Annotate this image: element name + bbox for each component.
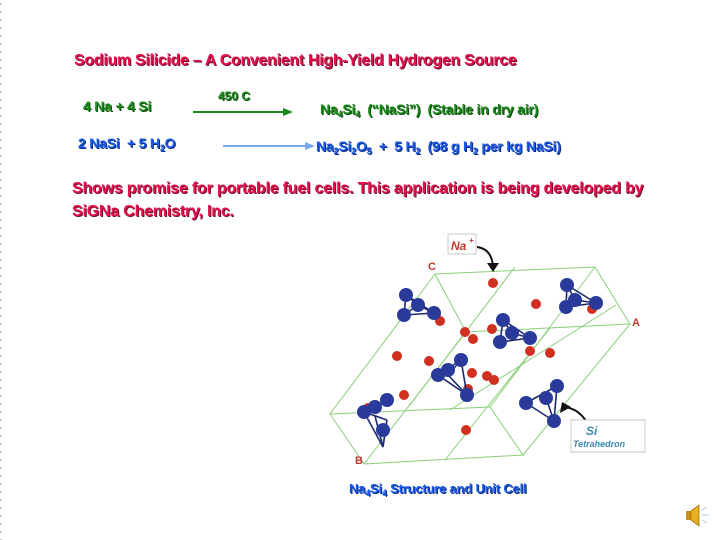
prod-yield-end: per kg NaSi)	[477, 138, 561, 154]
reaction2-products: Na2Si2O5 + 5 H2 (98 g H2 per kg NaSi)	[316, 138, 561, 156]
prod-sub: 2	[472, 146, 478, 156]
prod-o: O	[355, 138, 367, 154]
axis-a-label: A	[632, 317, 640, 329]
si-label: Si	[586, 424, 598, 438]
slide-title: Sodium Silicide – A Convenient High-Yiel…	[74, 52, 517, 69]
reaction1-arrow	[193, 108, 293, 116]
application-note: Shows promise for portable fuel cells. T…	[72, 180, 644, 220]
crystal-structure-figure: Na + C A B	[329, 233, 646, 467]
reaction1-condition: 450 C	[218, 89, 251, 103]
reaction1-product: Na4Si4 (“NaSi”) (Stable in dry air)	[320, 101, 539, 119]
product-na: Na	[320, 101, 338, 117]
si-atoms-1	[397, 288, 441, 322]
reactant-text: 2 NaSi + 5 H	[78, 135, 160, 151]
reactant-sub: 2	[159, 143, 165, 153]
na-label: Na	[451, 239, 467, 253]
prod-sub: 5	[366, 146, 372, 156]
axis-b-label: B	[355, 455, 363, 467]
prod-na: Na	[316, 138, 334, 154]
si-atoms-6	[519, 379, 564, 428]
na-label-box	[447, 233, 477, 255]
reaction2-arrow	[223, 142, 315, 150]
prod-sub: 2	[351, 146, 356, 156]
si-atoms-5	[357, 393, 394, 437]
si-arrowhead	[560, 402, 571, 413]
product-sub: 4	[337, 109, 343, 119]
slide-border	[0, 0, 2, 540]
caption-text: Structure and Unit Cell	[386, 481, 527, 496]
prod-si: Si	[338, 138, 352, 154]
prod-sub: 2	[415, 146, 421, 156]
product-sub: 4	[355, 109, 360, 119]
na-sup: +	[469, 236, 474, 245]
si-atoms-3	[493, 313, 537, 349]
prod-yield: (98 g H	[420, 138, 473, 154]
si-label-box	[570, 419, 646, 453]
caption-sub: 4	[381, 488, 387, 498]
reactant-o: O	[164, 135, 176, 151]
prod-h: + 5 H	[371, 138, 416, 154]
caption-sub: 4	[365, 488, 371, 498]
speaker-icon[interactable]	[682, 500, 712, 530]
reaction1-reactants: 4 Na + 4 Si	[83, 98, 152, 114]
na-arrowhead	[487, 263, 499, 272]
si-tetrahedron-label: Tetrahedron	[573, 439, 626, 449]
prod-sub: 2	[333, 146, 339, 156]
figure-caption: Na4Si4 Structure and Unit Cell	[349, 481, 527, 498]
reaction2-reactants: 2 NaSi + 5 H2O	[78, 135, 176, 153]
si-atoms-2	[559, 278, 603, 314]
caption-na: Na	[349, 481, 366, 496]
product-si: Si	[342, 101, 356, 117]
axis-c-label: C	[428, 261, 436, 273]
caption-si: Si	[370, 481, 382, 496]
product-note: (“NaSi”) (Stable in dry air)	[359, 101, 539, 117]
si-atoms-4	[431, 353, 474, 402]
